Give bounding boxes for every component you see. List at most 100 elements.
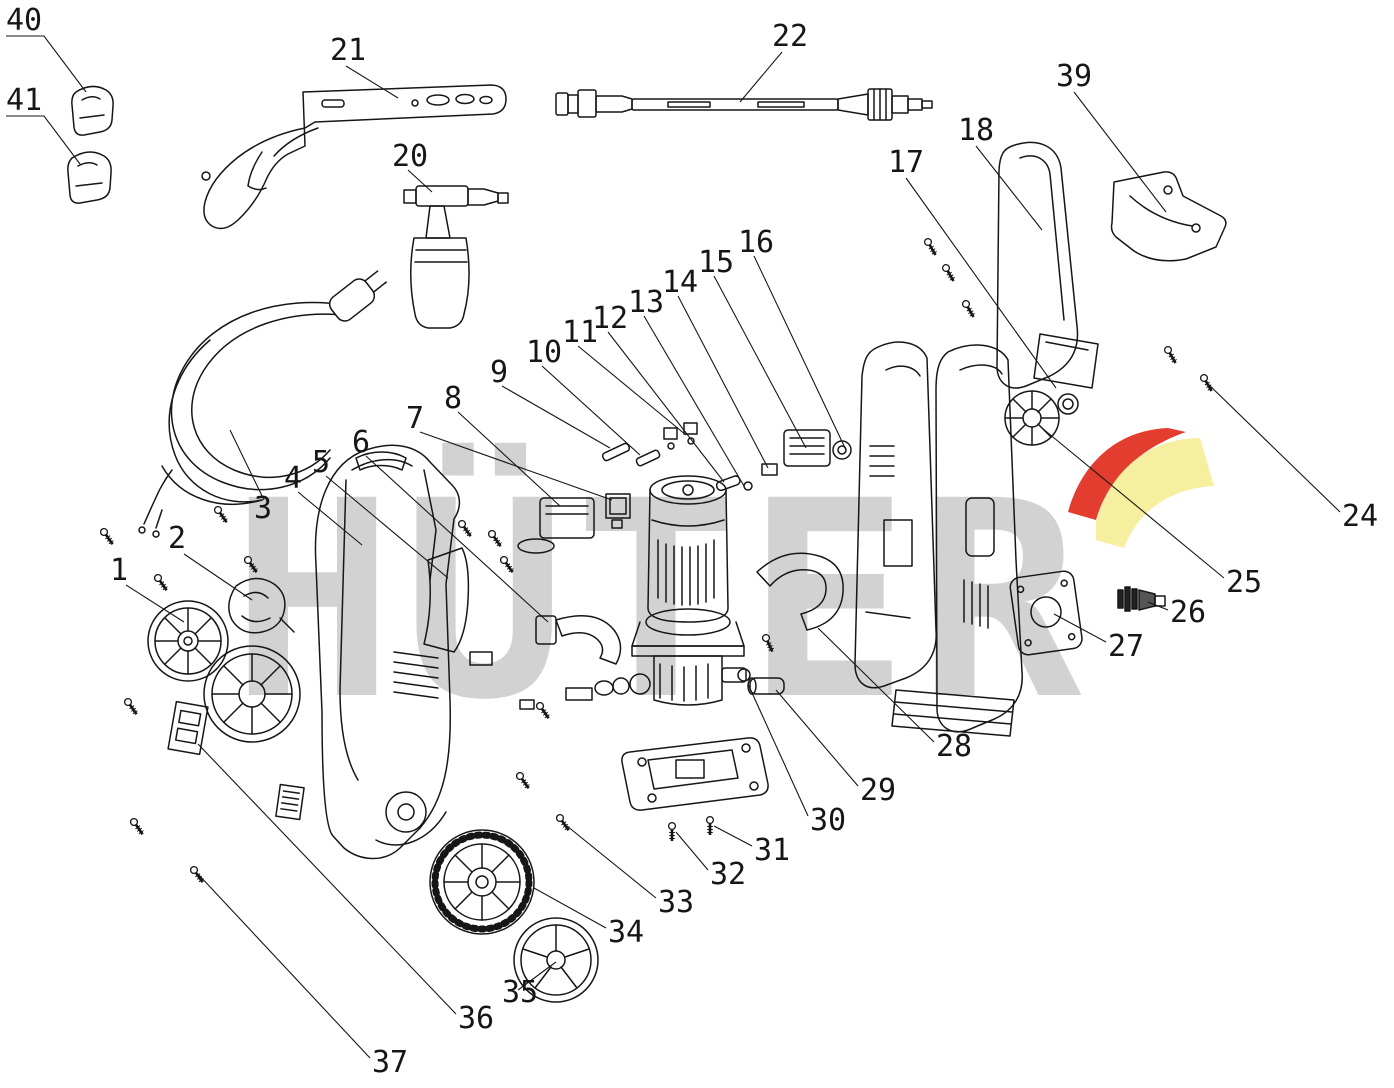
callout-label-32: 32 — [710, 857, 746, 892]
housing-front-half-drawing — [891, 344, 1023, 737]
screw-drawing — [761, 633, 775, 653]
side-panel-drawing — [423, 547, 470, 653]
callout-label-13: 13 — [628, 285, 664, 320]
switch-drawing — [605, 493, 631, 529]
callout-label-11: 11 — [562, 315, 598, 350]
callout-label-12: 12 — [592, 301, 628, 336]
rating-label-drawing — [167, 700, 209, 756]
lance-drawing — [555, 88, 933, 121]
callout-label-33: 33 — [658, 885, 694, 920]
screw-drawing — [499, 555, 514, 574]
outlet-hose-drawing — [756, 552, 844, 631]
callout-10: 10 — [526, 335, 641, 456]
screw-drawing — [941, 263, 955, 282]
callout-11: 11 — [562, 315, 687, 436]
callout-31: 31 — [713, 825, 790, 868]
callout-3: 3 — [229, 429, 272, 526]
callout-35: 35 — [502, 961, 557, 1010]
spray-gun-drawing — [201, 84, 507, 230]
callout-17: 17 — [888, 145, 1057, 389]
callout-16: 16 — [738, 225, 847, 451]
callout-9: 9 — [490, 355, 611, 449]
screw-drawing — [923, 237, 937, 256]
wheel-cover-drawing — [513, 917, 599, 1003]
screw-drawing — [487, 529, 502, 548]
screw-drawing — [1199, 373, 1213, 392]
callout-label-5: 5 — [312, 445, 330, 480]
screw-drawing — [129, 817, 144, 836]
callout-label-14: 14 — [662, 265, 698, 300]
callout-27: 27 — [1053, 613, 1144, 664]
callout-30: 30 — [747, 683, 846, 838]
callout-label-30: 30 — [810, 803, 846, 838]
screw-drawing — [705, 815, 715, 835]
callout-8: 8 — [444, 381, 561, 507]
callout-29: 29 — [775, 689, 896, 808]
callout-1: 1 — [110, 553, 185, 623]
callout-label-2: 2 — [168, 521, 186, 556]
callout-20: 20 — [392, 139, 433, 193]
housing-left-drawing — [314, 444, 461, 860]
callout-label-37: 37 — [372, 1045, 408, 1080]
callout-label-9: 9 — [490, 355, 508, 390]
callout-2: 2 — [168, 521, 253, 601]
foam-nozzle-drawing — [403, 185, 509, 329]
pump-cover-plate-drawing — [1009, 570, 1083, 656]
callout-21: 21 — [330, 33, 399, 99]
callout-label-39: 39 — [1056, 59, 1092, 94]
fan-wheel-drawing — [1004, 390, 1079, 446]
callout-label-35: 35 — [502, 975, 538, 1010]
screw-drawing — [153, 573, 168, 592]
bracket-drawing — [1110, 171, 1227, 262]
callout-label-6: 6 — [352, 425, 370, 460]
screw-drawing — [457, 519, 472, 538]
callout-25: 25 — [1041, 427, 1262, 600]
callout-4: 4 — [284, 461, 363, 546]
watermark-flag-yellow — [1096, 438, 1214, 548]
base-plate-drawing — [621, 737, 769, 811]
callout-label-40: 40 — [6, 3, 42, 38]
motor-pump-drawing — [594, 475, 751, 706]
hose-adapter-drawing — [1117, 586, 1166, 612]
screw-drawing — [515, 771, 530, 790]
callout-label-18: 18 — [958, 113, 994, 148]
callout-label-20: 20 — [392, 139, 428, 174]
callout-label-34: 34 — [608, 915, 644, 950]
callout-6: 6 — [352, 425, 549, 623]
callout-37: 37 — [197, 873, 408, 1080]
callout-label-21: 21 — [330, 33, 366, 68]
callout-label-10: 10 — [526, 335, 562, 370]
screw-drawing — [123, 697, 138, 716]
rear-wheel-drawing — [429, 829, 535, 935]
callout-label-27: 27 — [1108, 629, 1144, 664]
watermark-flag-red — [1068, 428, 1186, 520]
screw-drawing — [213, 505, 228, 524]
elbow-pipe-drawing — [535, 615, 622, 665]
callout-label-26: 26 — [1170, 595, 1206, 630]
housing-rear-half-drawing — [854, 341, 937, 689]
callout-5: 5 — [312, 445, 449, 579]
callout-label-41: 41 — [6, 83, 42, 118]
screw-drawing — [99, 527, 114, 546]
callout-label-1: 1 — [110, 553, 128, 588]
terminals-drawing — [601, 422, 852, 492]
small-parts-drawing — [469, 651, 593, 710]
screw-drawing — [555, 813, 570, 832]
callout-15: 15 — [698, 245, 807, 449]
screw-drawing — [243, 555, 258, 574]
screw-drawing — [1163, 345, 1177, 364]
callout-label-7: 7 — [406, 401, 424, 436]
callout-14: 14 — [662, 265, 769, 469]
callout-label-15: 15 — [698, 245, 734, 280]
watermark-text: HÜTER — [231, 440, 1090, 760]
callout-18: 18 — [958, 113, 1043, 231]
callout-label-8: 8 — [444, 381, 462, 416]
screw-drawing — [189, 865, 204, 884]
gun-clip-upper-drawing — [71, 85, 114, 136]
screw-drawing — [667, 821, 677, 841]
badge-plate-drawing — [275, 783, 305, 821]
callout-label-24: 24 — [1342, 499, 1378, 534]
callout-22: 22 — [739, 19, 808, 103]
screw-drawing — [961, 299, 975, 318]
gun-clip-lower-drawing — [67, 151, 112, 204]
